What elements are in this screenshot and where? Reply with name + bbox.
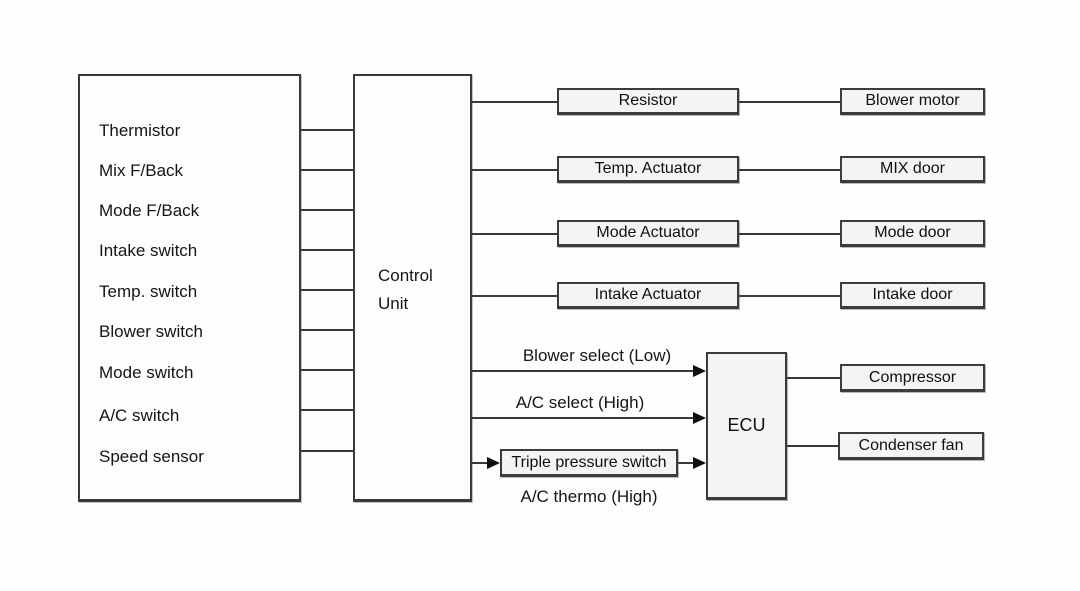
connector-line — [739, 295, 840, 297]
arrow-right-icon — [487, 457, 500, 469]
input-label-temp-switch: Temp. switch — [99, 282, 198, 301]
input-connector-line — [301, 129, 353, 131]
ecu-signal-line — [472, 462, 487, 464]
control-unit-label-line2: Unit — [378, 294, 409, 313]
mix-door-label: MIX door — [880, 160, 945, 177]
mode-actuator-label: Mode Actuator — [596, 224, 700, 241]
input-connector-line — [301, 289, 353, 291]
triple-pressure-switch-box: Triple pressure switch — [500, 449, 678, 477]
control-unit-label-line1: Control — [378, 266, 433, 285]
temp-actuator-box: Temp. Actuator — [557, 156, 739, 183]
condenser-fan-label: Condenser fan — [858, 436, 964, 454]
input-connector-line — [301, 450, 353, 452]
input-label-thermistor: Thermistor — [99, 121, 181, 140]
input-connector-line — [301, 369, 353, 371]
ecu-signal-line — [472, 370, 694, 372]
connector-line — [787, 377, 840, 379]
resistor-box: Resistor — [557, 88, 739, 115]
input-label-speed-sensor: Speed sensor — [99, 447, 204, 466]
connector-line — [472, 233, 557, 235]
compressor-box: Compressor — [840, 364, 985, 392]
ecu-signal-line — [678, 462, 693, 464]
intake-actuator-label: Intake Actuator — [594, 286, 702, 303]
control-unit-label: Control Unit — [378, 262, 433, 318]
ecu-box: ECU — [706, 352, 787, 500]
connector-line — [739, 233, 840, 235]
control-unit-box — [353, 74, 472, 502]
blower-select-label: Blower select (Low) — [522, 346, 672, 365]
input-label-blower-switch: Blower switch — [99, 322, 203, 341]
connector-line — [739, 101, 840, 103]
connector-line — [472, 295, 557, 297]
ac-select-label: A/C select (High) — [515, 393, 645, 412]
blower-motor-box: Blower motor — [840, 88, 985, 115]
blower-motor-label: Blower motor — [865, 92, 960, 109]
intake-actuator-box: Intake Actuator — [557, 282, 739, 309]
compressor-label: Compressor — [868, 368, 957, 386]
temp-actuator-label: Temp. Actuator — [594, 160, 702, 177]
intake-door-label: Intake door — [872, 286, 953, 303]
arrow-right-icon — [693, 365, 706, 377]
input-connector-line — [301, 249, 353, 251]
connector-line — [787, 445, 840, 447]
triple-pressure-switch-label: Triple pressure switch — [511, 453, 667, 471]
mode-door-label: Mode door — [874, 224, 951, 241]
mode-actuator-box: Mode Actuator — [557, 220, 739, 247]
connector-line — [472, 101, 557, 103]
arrow-right-icon — [693, 457, 706, 469]
intake-door-box: Intake door — [840, 282, 985, 309]
input-label-mix-fback: Mix F/Back — [99, 161, 184, 180]
input-sources-box — [78, 74, 301, 502]
resistor-label: Resistor — [618, 92, 678, 109]
connector-line — [739, 169, 840, 171]
connector-line — [472, 169, 557, 171]
arrow-right-icon — [693, 412, 706, 424]
input-connector-line — [301, 409, 353, 411]
input-label-mode-fback: Mode F/Back — [99, 201, 200, 220]
ecu-label: ECU — [727, 415, 766, 435]
ecu-signal-line — [472, 417, 694, 419]
mix-door-box: MIX door — [840, 156, 985, 183]
input-label-intake-switch: Intake switch — [99, 241, 198, 260]
input-label-mode-switch: Mode switch — [99, 363, 194, 382]
ac-thermo-label: A/C thermo (High) — [520, 487, 658, 506]
input-connector-line — [301, 329, 353, 331]
input-label-ac-switch: A/C switch — [99, 406, 180, 425]
condenser-fan-box: Condenser fan — [838, 432, 984, 460]
input-connector-line — [301, 169, 353, 171]
mode-door-box: Mode door — [840, 220, 985, 247]
input-connector-line — [301, 209, 353, 211]
